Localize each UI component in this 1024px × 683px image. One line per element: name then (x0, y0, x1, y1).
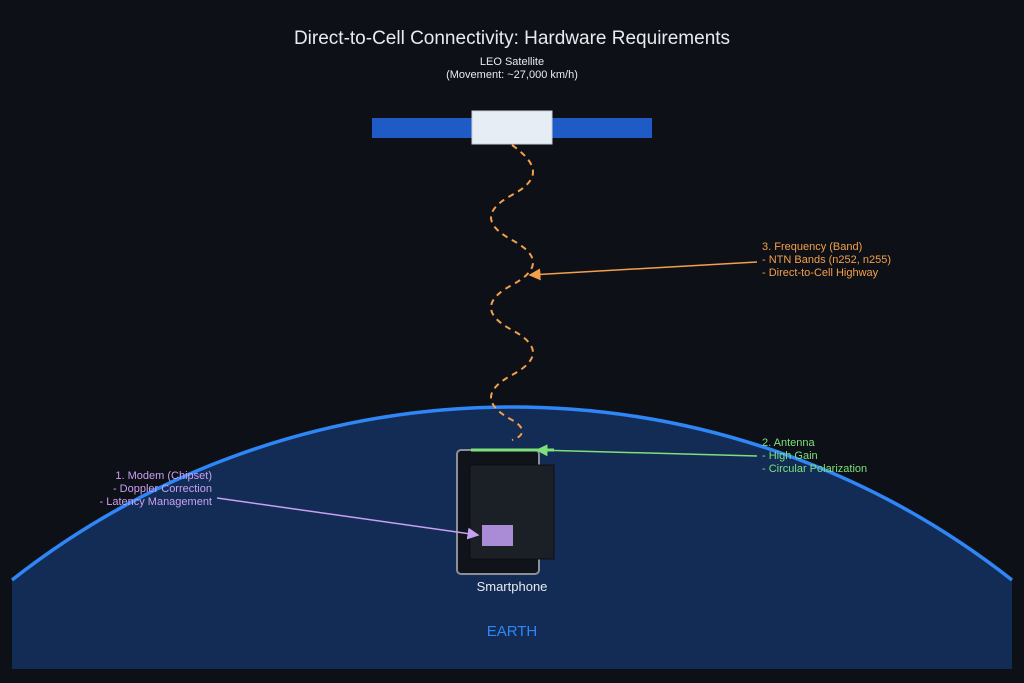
frequency-annotation: 3. Frequency (Band) - NTN Bands (n252, n… (762, 241, 891, 280)
satellite-sublabel: (Movement: ~27,000 km/h) (446, 69, 578, 81)
frequency-line2: - Direct-to-Cell Highway (762, 267, 879, 279)
modem-title: 1. Modem (Chipset) (115, 470, 212, 482)
earth-label: EARTH (486, 623, 538, 640)
frequency-arrow (528, 261, 758, 281)
smartphone-label: Smartphone (476, 579, 548, 594)
antenna-arrow (535, 444, 758, 457)
satellite-body (471, 110, 553, 145)
modem-line2: - Latency Management (99, 496, 212, 508)
modem-line1: - Doppler Correction (112, 483, 212, 495)
modem-annotation: 1. Modem (Chipset) - Doppler Correction … (99, 470, 212, 509)
modem-chip (482, 525, 513, 546)
frequency-line1: - NTN Bands (n252, n255) (762, 254, 892, 266)
antenna-line1: - High Gain (762, 450, 818, 462)
signal-wave (490, 144, 534, 441)
satellite-label: LEO Satellite (479, 56, 545, 68)
antenna-title: 2. Antenna (762, 437, 815, 449)
antenna-annotation: 2. Antenna - High Gain - Circular Polari… (762, 437, 867, 476)
modem-arrow (216, 497, 480, 540)
page-title: Direct-to-Cell Connectivity: Hardware Re… (293, 28, 731, 49)
earth-horizon (10, 405, 1014, 582)
frequency-title: 3. Frequency (Band) (762, 241, 863, 253)
antenna-line2: - Circular Polarization (762, 463, 868, 475)
